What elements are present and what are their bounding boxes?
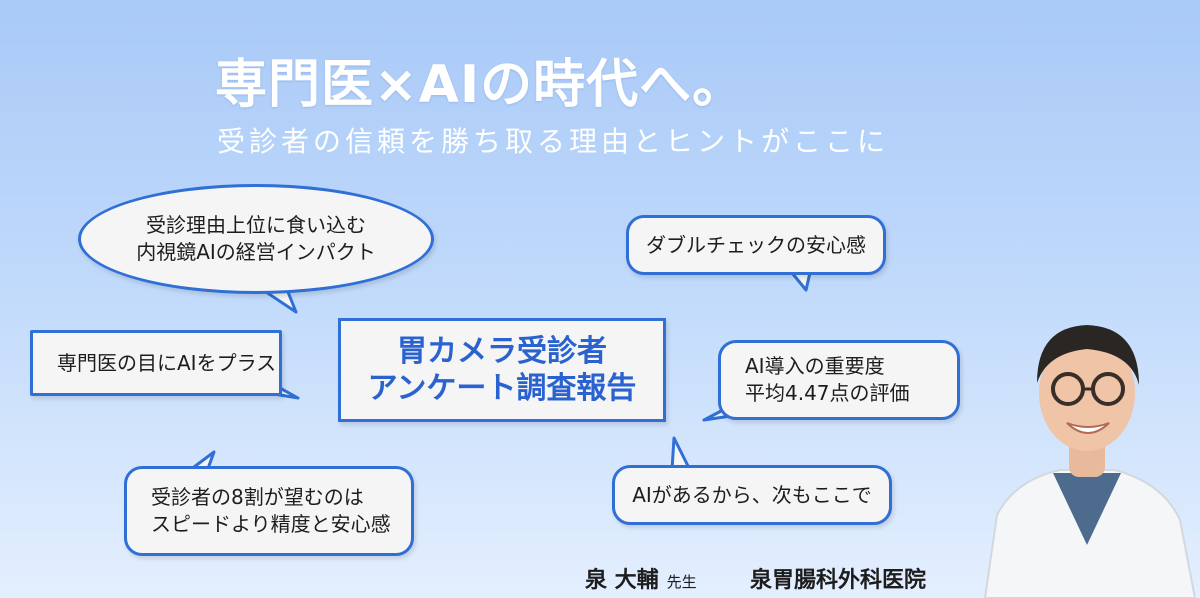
doctor-name: 泉 大輔先生 [585,562,697,594]
doctor-suffix: 先生 [666,573,697,591]
bubble-top-right-text: ダブルチェックの安心感 [646,232,866,257]
bubble-top-left-text: 受診理由上位に食い込む 内視鏡AIの経営インパクト [136,213,376,264]
bubble-top-left: 受診理由上位に食い込む 内視鏡AIの経営インパクト [78,184,434,294]
survey-report-title: 胃カメラ受診者 アンケート調査報告 [367,333,637,407]
bubble-bottom-left-text: 受診者の8割が望むのは スピードより精度と安心感 [151,485,391,536]
bubble-mid-left: 専門医の目にAIをプラス [30,330,282,396]
bubble-bottom-right-text: AIがあるから、次もここで [632,482,872,507]
bubble-top-right: ダブルチェックの安心感 [626,215,886,275]
bubble-mid-right-text: AI導入の重要度 平均4.47点の評価 [745,354,910,405]
page-subtitle: 受診者の信頼を勝ち取る理由とヒントがここに [217,125,890,158]
page-title: 専門医×AIの時代へ。 [215,55,746,115]
clinic-name: 泉胃腸科外科医院 [750,568,927,593]
doctor-name-text: 泉 大輔 [585,568,659,593]
doctor-portrait-icon [983,325,1197,598]
bubble-mid-left-text: 専門医の目にAIをプラス [57,350,277,375]
bubble-bottom-left: 受診者の8割が望むのは スピードより精度と安心感 [124,466,414,556]
bubble-bottom-right: AIがあるから、次もここで [612,465,892,525]
bubble-mid-right: AI導入の重要度 平均4.47点の評価 [718,340,960,420]
survey-report-box: 胃カメラ受診者 アンケート調査報告 [338,318,666,422]
